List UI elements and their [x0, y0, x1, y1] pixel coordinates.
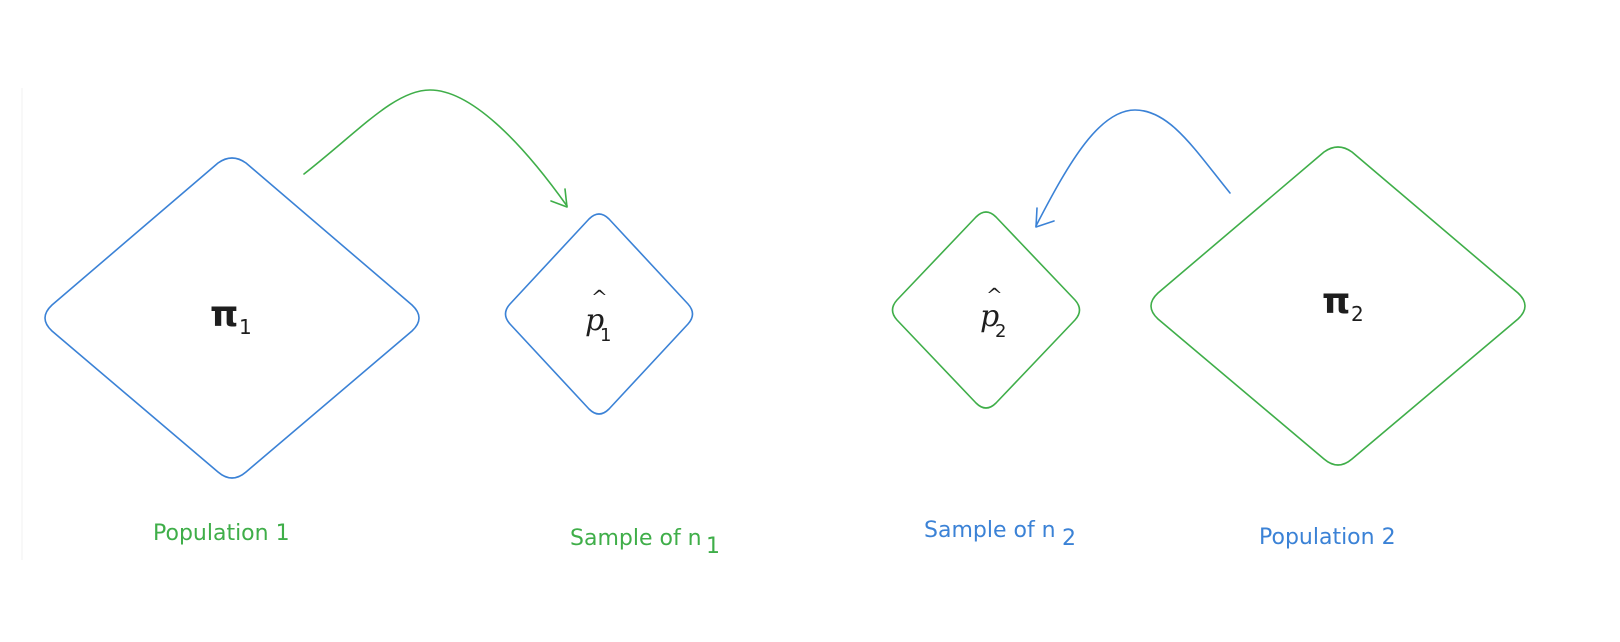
- population-2-diamond: [1150, 146, 1526, 466]
- svg-text:2: 2: [995, 321, 1006, 342]
- svg-text:1: 1: [239, 315, 252, 339]
- svg-text:p: p: [980, 299, 999, 334]
- arrow-head-blue: [1035, 207, 1055, 228]
- svg-text:^: ^: [986, 283, 1003, 307]
- svg-text:p: p: [585, 303, 604, 338]
- svg-text:π: π: [1322, 281, 1350, 322]
- population-1-label: Population 1: [153, 521, 290, 546]
- svg-text:2: 2: [1062, 526, 1076, 551]
- population-1-diamond: [44, 157, 420, 479]
- svg-text:Sample of n: Sample of n: [570, 526, 702, 551]
- svg-text:1: 1: [600, 325, 611, 346]
- population-1-symbol: π 1: [210, 294, 252, 339]
- sample-1-diamond: [504, 213, 694, 415]
- svg-text:2: 2: [1351, 302, 1364, 326]
- arrow-population-1-to-sample-1: [303, 89, 568, 207]
- arrow-head-green: [550, 188, 568, 208]
- sample-1-symbol: ^ p 1: [585, 285, 611, 346]
- population-2-symbol: π 2: [1322, 281, 1364, 326]
- svg-text:1: 1: [706, 534, 720, 559]
- sample-1-label: Sample of n 1: [570, 526, 720, 559]
- svg-text:^: ^: [591, 285, 608, 309]
- sample-2-label: Sample of n 2: [924, 518, 1076, 551]
- arrow-population-2-to-sample-2: [1035, 109, 1231, 227]
- sample-2-symbol: ^ p 2: [980, 283, 1006, 342]
- population-2-label: Population 2: [1259, 525, 1396, 550]
- svg-text:Sample of n: Sample of n: [924, 518, 1056, 543]
- svg-text:π: π: [210, 294, 238, 335]
- sample-2-diamond: [891, 211, 1081, 409]
